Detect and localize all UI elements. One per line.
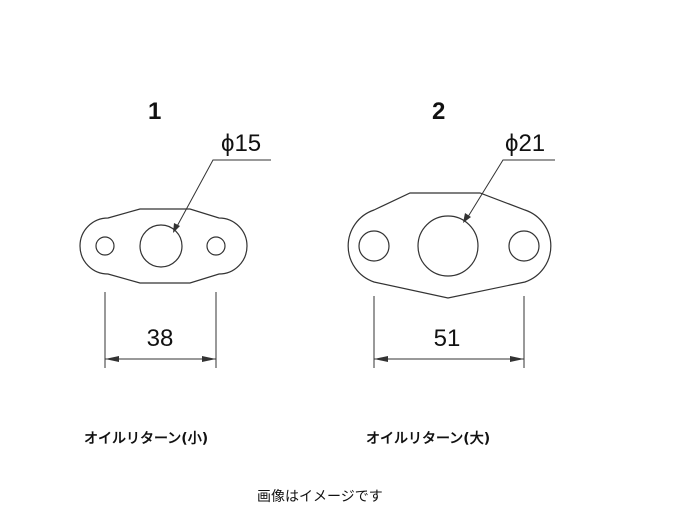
part-1-dimension-label: 38 [146,325,174,352]
gasket-2-outline [347,192,552,299]
part-2-diameter-label: ϕ21 [505,130,546,157]
gasket-2-leader-arrowhead [463,213,471,223]
gasket-1-dim-arrow-left [105,356,119,362]
gasket-2-dim-arrow-left [374,356,388,362]
gasket-2-diameter-leader [465,159,555,221]
gasket-1-outline [79,208,248,284]
gasket-1-center-hole [139,224,183,268]
part-2-caption: オイルリターン(大) [366,431,491,447]
part-2-number: 2 [432,98,446,125]
gasket-2-dim-arrow-right [510,356,524,362]
gasket-1 [79,208,248,284]
gasket-1-dim-arrow-right [202,356,216,362]
gasket-2-bolt-hole-right [508,230,540,262]
image-disclaimer: 画像はイメージです [257,489,383,505]
part-1-diameter-label: ϕ15 [221,130,262,157]
gasket-1-bolt-hole-left [95,236,115,256]
gasket-2-bolt-hole-left [358,230,390,262]
part-1-number: 1 [148,98,162,125]
gasket-1-leader-arrowhead [173,223,180,233]
part-2-dimension-label: 51 [433,325,461,352]
part-1-caption: オイルリターン(小) [84,431,209,447]
gasket-1-diameter-leader [174,159,271,231]
gasket-2 [347,192,552,299]
gasket-2-center-hole [417,215,479,277]
gasket-1-bolt-hole-right [206,236,226,256]
